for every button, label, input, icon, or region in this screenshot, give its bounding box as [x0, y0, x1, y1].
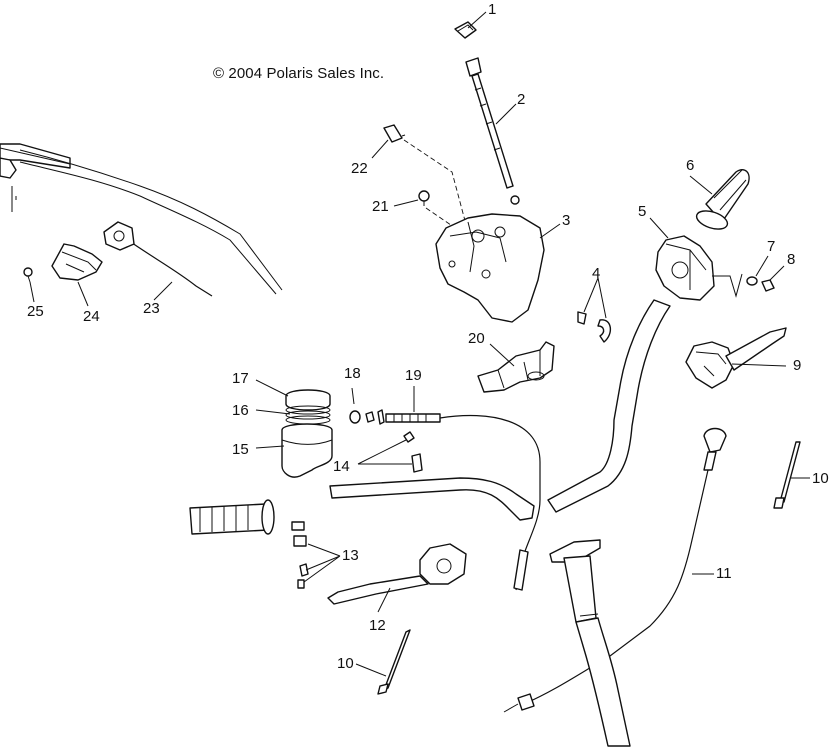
part-11-brake-cable: [503, 427, 727, 713]
part-12-lever: [327, 543, 467, 605]
part-10-rod-right: [773, 441, 801, 509]
leader-14: [357, 439, 412, 465]
callout-8: 8: [787, 251, 796, 268]
leader-22: [371, 139, 389, 159]
callout-13: 13: [342, 547, 359, 564]
part-5-control-housing: [655, 235, 743, 301]
leader-4: [583, 277, 607, 319]
part-22-bolt: [383, 124, 406, 143]
callout-16: 16: [232, 402, 249, 419]
part-19-choke-cable: [365, 409, 541, 591]
callout-3: 3: [562, 212, 571, 229]
part-9-brake-lever: [685, 327, 787, 389]
handlebar: [329, 299, 671, 521]
part-20-bracket: [477, 341, 555, 393]
callout-21: 21: [372, 198, 389, 215]
callout-1: 1: [488, 1, 497, 18]
leader-18: [351, 387, 355, 405]
callout-17: 17: [232, 370, 249, 387]
callout-9: 9: [793, 357, 802, 374]
callout-11: 11: [716, 565, 732, 582]
leader-1: [467, 11, 487, 29]
leader-21: [393, 199, 419, 207]
part-15-housing: [281, 423, 333, 478]
callout-12: 12: [369, 617, 386, 634]
part-7-washer: [746, 276, 758, 286]
callout-7: 7: [767, 238, 776, 255]
part-8-nut: [761, 279, 775, 292]
leader-8: [769, 265, 785, 281]
part-13-pins: [291, 521, 309, 589]
part-4-clips: [577, 311, 611, 343]
leader-6: [689, 175, 713, 195]
leader-7: [755, 255, 769, 277]
leader-24: [77, 281, 89, 307]
leader-3: [539, 223, 561, 239]
part-23-speedo-cable: [103, 221, 213, 297]
leader-13: [303, 543, 341, 583]
leader-23: [153, 281, 173, 301]
part-24-bracket: [51, 243, 103, 281]
leader-17: [255, 379, 289, 397]
leader-5: [649, 217, 669, 239]
left-grip: [189, 499, 275, 535]
callout-2: 2: [517, 91, 526, 108]
callout-25: 25: [27, 303, 44, 320]
callout-10-right: 10: [812, 470, 829, 487]
part-18-o-ring: [349, 410, 361, 424]
steering-post: [549, 539, 631, 747]
part-10-rod-left: [377, 629, 411, 695]
part-25-screw: [23, 267, 33, 283]
part-2-throttle-shaft: [465, 57, 520, 205]
leader-15: [255, 445, 285, 449]
callout-22: 22: [351, 160, 368, 177]
part-3-throttle-housing: [435, 213, 545, 323]
leader-16: [255, 409, 291, 415]
copyright-notice: © 2004 Polaris Sales Inc.: [213, 65, 385, 82]
leader-12: [377, 587, 391, 613]
callout-23: 23: [143, 300, 160, 317]
callout-4: 4: [592, 265, 601, 282]
part-6-grip: [695, 168, 750, 230]
part-1-cap: [454, 21, 477, 39]
dash-22: [403, 139, 469, 233]
callout-24: 24: [83, 308, 100, 325]
part-14-clips: [403, 431, 423, 473]
callout-14: 14: [333, 458, 350, 475]
part-21-screw: [418, 190, 430, 206]
leader-25: [29, 281, 35, 303]
leader-10a: [355, 663, 387, 677]
callout-20: 20: [468, 330, 485, 347]
callout-5: 5: [638, 203, 647, 220]
leader-2: [495, 103, 517, 125]
callout-18: 18: [344, 365, 361, 382]
callout-15: 15: [232, 441, 249, 458]
callout-19: 19: [405, 367, 422, 384]
callout-10-left: 10: [337, 655, 354, 672]
leader-9: [731, 363, 787, 367]
leader-20: [489, 343, 515, 367]
left-rail: [0, 143, 283, 295]
callout-6: 6: [686, 157, 695, 174]
